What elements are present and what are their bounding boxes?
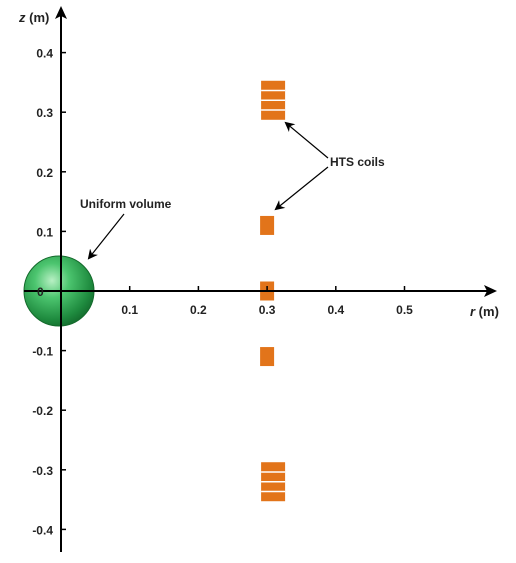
origin-label: 0 bbox=[37, 285, 44, 299]
r-tick-label: 0.5 bbox=[396, 303, 413, 317]
hts-coil-body bbox=[260, 347, 275, 367]
r-axis-label: r (m) bbox=[470, 304, 499, 319]
axis-ticks-group: 0.1 0.2 0.3 0.4 0.5 0.4 0.3 0.2 0.1 -0.1 -0.2 -0.3 -… bbox=[32, 47, 413, 538]
hts-coil bbox=[260, 347, 275, 367]
hts-coil bbox=[261, 80, 286, 120]
z-tick-label: -0.3 bbox=[32, 464, 53, 478]
z-axis-label: z (m) bbox=[18, 10, 49, 25]
hts-coils-label: HTS coils bbox=[330, 155, 385, 169]
z-tick-label: 0.2 bbox=[36, 166, 53, 180]
r-tick-label: 0.4 bbox=[327, 303, 344, 317]
hts-coil-body bbox=[260, 215, 275, 235]
z-tick-label: 0.4 bbox=[36, 47, 53, 61]
hts-arrow-upper bbox=[284, 121, 329, 159]
z-axis-unit: (m) bbox=[26, 10, 50, 25]
hts-arrow-lower bbox=[274, 166, 329, 211]
uniform-volume-arrow bbox=[87, 213, 125, 260]
z-tick-label: -0.1 bbox=[32, 345, 53, 359]
r-axis-unit: (m) bbox=[475, 304, 499, 319]
r-tick-label: 0.1 bbox=[121, 303, 138, 317]
hts-coil bbox=[260, 215, 275, 235]
hts-coil bbox=[261, 462, 286, 502]
uniform-volume-label: Uniform volume bbox=[80, 197, 172, 211]
z-axis-arrowhead bbox=[55, 6, 67, 19]
hts-coils-group bbox=[260, 80, 286, 502]
r-tick-label: 0.3 bbox=[259, 303, 276, 317]
z-tick-label: 0.3 bbox=[36, 106, 53, 120]
z-tick-label: -0.2 bbox=[32, 404, 53, 418]
z-tick-label: 0.1 bbox=[36, 225, 53, 239]
r-axis-arrowhead bbox=[484, 285, 497, 297]
r-tick-label: 0.2 bbox=[190, 303, 207, 317]
z-tick-label: -0.4 bbox=[32, 523, 53, 537]
